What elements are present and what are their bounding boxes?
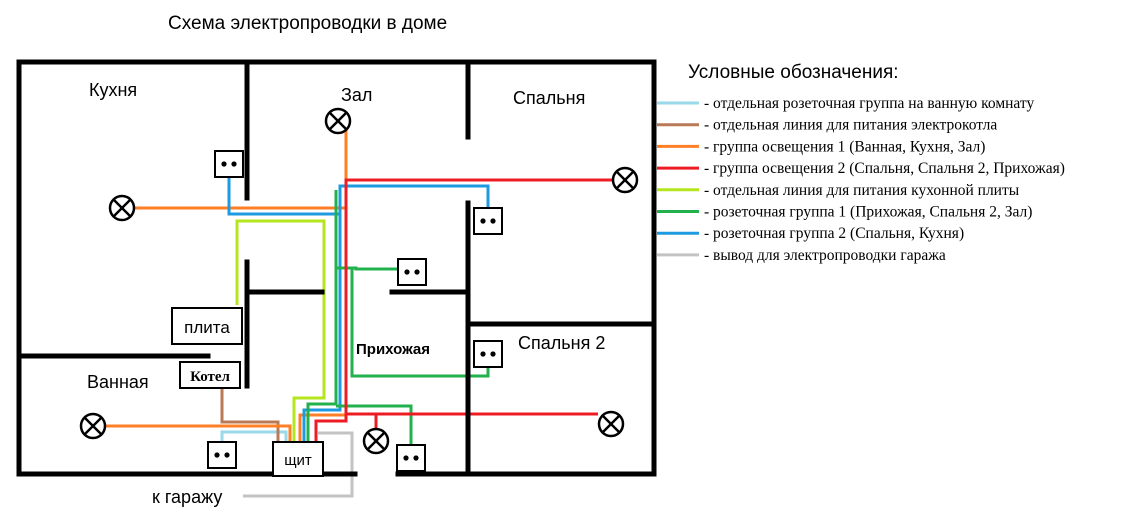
wires [106,130,612,498]
stove-label: плита [184,318,230,337]
legend-label: - розеточная группа 1 (Прихожая, Спальня… [704,204,1032,221]
lamp-icon [362,427,390,455]
legend-item: - группа освещения 1 (Ванная, Кухня, Зал… [657,138,985,155]
legend-item: - отдельная розеточная группа на ванную … [657,95,1034,112]
legend-label: - отдельная линия для питания кухонной п… [704,182,1020,199]
room-label-hall: Зал [341,85,372,105]
lamps [79,107,639,455]
legend-label: - отдельная линия для питания электрокот… [704,117,997,134]
wire-sockets-1 [306,190,338,444]
boiler-label: Котел [190,369,230,385]
legend-title: Условные обозначения: [688,62,899,83]
legend-item: - вывод для электропроводки гаража [657,247,946,264]
panel-label: щит [284,452,312,469]
walls [16,59,657,477]
room-label-bedroom: Спальня [513,88,585,108]
legend-item: - отдельная линия для питания кухонной п… [657,182,1020,199]
room-label-bathroom: Ванная [87,372,149,392]
garage-label: к гаражу [152,487,222,507]
lamp-icon [611,166,639,194]
legend-label: - группа освещения 2 (Спальня, Спальня 2… [704,160,1065,177]
wire-boiler [220,388,280,444]
legend-item: - группа освещения 2 (Спальня, Спальня 2… [657,160,1065,177]
wire-lighting-2 [314,178,612,444]
lamp-icon [79,412,107,440]
socket-icon [397,258,427,286]
sockets [207,150,503,472]
room-label-kitchen: Кухня [89,80,137,100]
boiler-box [179,361,241,389]
legend-label: - группа освещения 1 (Ванная, Кухня, Зал… [704,138,985,155]
wire-bathroom-sockets [220,430,288,446]
legend-items: - отдельная розеточная группа на ванную … [657,95,1065,264]
wire-sockets-1-bedroom2 [350,269,490,378]
legend-item: - розеточная группа 1 (Прихожая, Спальня… [657,204,1032,221]
legend-item: - розеточная группа 2 (Спальня, Кухня) [657,225,964,242]
wire-lighting-2-hallway [346,412,378,428]
legend: Условные обозначения: - отдельная розето… [657,62,1065,264]
wire-stove [235,219,326,444]
wire-lighting-1-bathroom [106,424,292,444]
legend-label: - отдельная розеточная группа на ванную … [704,95,1034,112]
electrical-panel [272,441,324,477]
socket-icon [473,340,503,368]
diagram-title: Схема электропроводки в доме [168,13,447,34]
devices: плита Котел щит [171,307,324,477]
legend-label: - розеточная группа 2 (Спальня, Кухня) [704,225,964,242]
wire-sockets-2-kitchen [227,175,340,216]
stove-box [171,307,243,345]
room-label-bedroom2: Спальня 2 [518,333,605,353]
lamp-icon [324,107,352,135]
wire-sockets-1-hallway [336,404,413,445]
legend-label: - вывод для электропроводки гаража [704,247,946,264]
lamp-icon [108,194,136,222]
room-label-hallway: Прихожая [356,341,430,358]
socket-icon [396,444,426,472]
socket-icon [473,207,503,235]
socket-icon [207,441,237,469]
legend-item: - отдельная линия для питания электрокот… [657,117,997,134]
lamp-icon [597,410,625,438]
wire-garage [243,431,354,498]
wire-sockets-2 [302,184,490,444]
room-labels: Кухня Зал Спальня Спальня 2 Ванная Прихо… [87,80,605,392]
socket-icon [214,150,244,178]
